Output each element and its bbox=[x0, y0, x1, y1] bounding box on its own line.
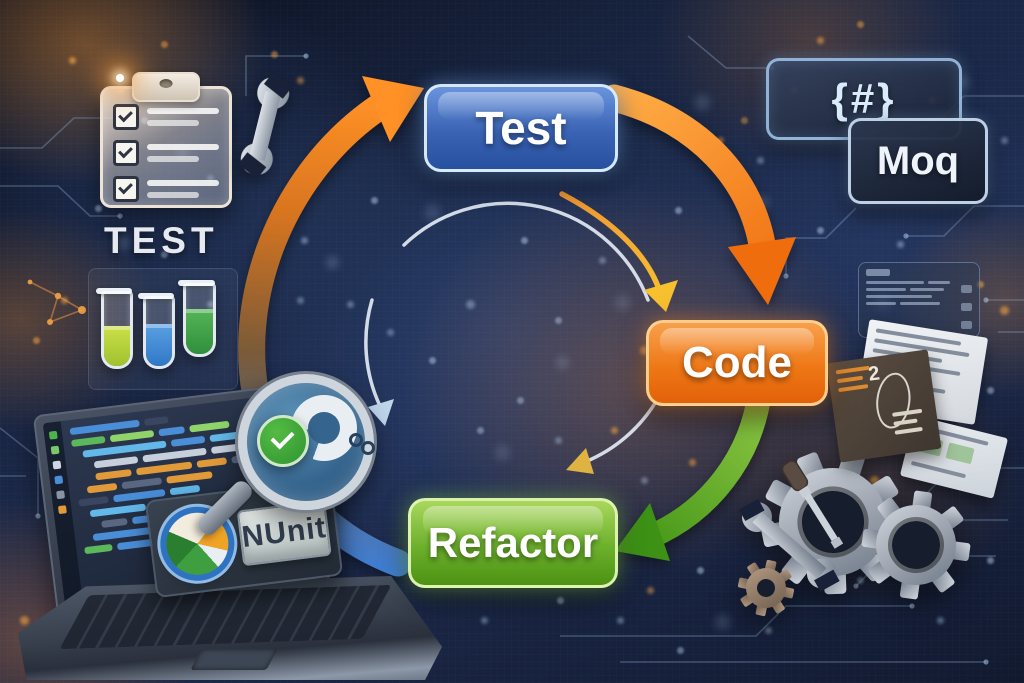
test-caption: TEST bbox=[104, 220, 219, 261]
gears-tools-icon bbox=[737, 451, 971, 617]
refactor-node-label: Refactor bbox=[427, 519, 599, 566]
checklist-lines bbox=[147, 144, 219, 162]
test-tube-blue bbox=[143, 296, 175, 369]
checkbox-checked-icon bbox=[113, 104, 139, 130]
checkbox-checked-icon bbox=[113, 176, 139, 202]
tube-liquid bbox=[146, 324, 172, 366]
magnifier-icon bbox=[194, 374, 375, 539]
cycle-node-refactor: Refactor bbox=[408, 498, 618, 588]
tube-liquid bbox=[186, 309, 213, 354]
checklist-lines bbox=[147, 108, 219, 126]
csharp-symbol: {#} bbox=[831, 75, 897, 122]
clipboard-checklist-icon bbox=[100, 72, 232, 208]
window-widget bbox=[961, 285, 972, 293]
test-node-label: Test bbox=[475, 102, 567, 154]
tube-cap bbox=[138, 293, 174, 299]
test-tubes-icon bbox=[88, 268, 238, 390]
sketch-card-icon: 2 bbox=[826, 349, 942, 463]
clipboard-clip bbox=[132, 72, 200, 102]
green-check-icon bbox=[257, 415, 309, 467]
laptop-keyboard bbox=[59, 584, 392, 649]
nunit-label: NUnit bbox=[239, 511, 329, 555]
lens-flare bbox=[116, 74, 124, 82]
tube-cap bbox=[96, 288, 132, 294]
checklist-row bbox=[113, 176, 219, 202]
code-node-label: Code bbox=[682, 338, 792, 387]
moq-label: Moq bbox=[876, 138, 960, 183]
cycle-node-code: Code bbox=[646, 320, 828, 406]
checklist-row bbox=[113, 104, 219, 130]
checklist-row bbox=[113, 140, 219, 166]
laptop-base bbox=[18, 576, 442, 680]
tube-liquid bbox=[104, 325, 130, 366]
test-tube-yellow bbox=[101, 291, 133, 369]
checkbox-checked-icon bbox=[113, 140, 139, 166]
tube-cap bbox=[178, 280, 215, 286]
yellow-arrowhead bbox=[566, 448, 594, 474]
window-header-bar bbox=[866, 269, 890, 276]
moq-badge: Moq bbox=[848, 118, 988, 204]
window-widget bbox=[961, 303, 972, 311]
cycle-node-test: Test bbox=[424, 84, 618, 172]
checklist-lines bbox=[147, 180, 219, 198]
sketch-number: 2 bbox=[866, 362, 882, 386]
nunit-badge: NUnit bbox=[236, 499, 332, 567]
laptop-touchpad bbox=[190, 648, 278, 670]
test-tube-green bbox=[183, 283, 216, 357]
window-widget bbox=[961, 321, 972, 329]
